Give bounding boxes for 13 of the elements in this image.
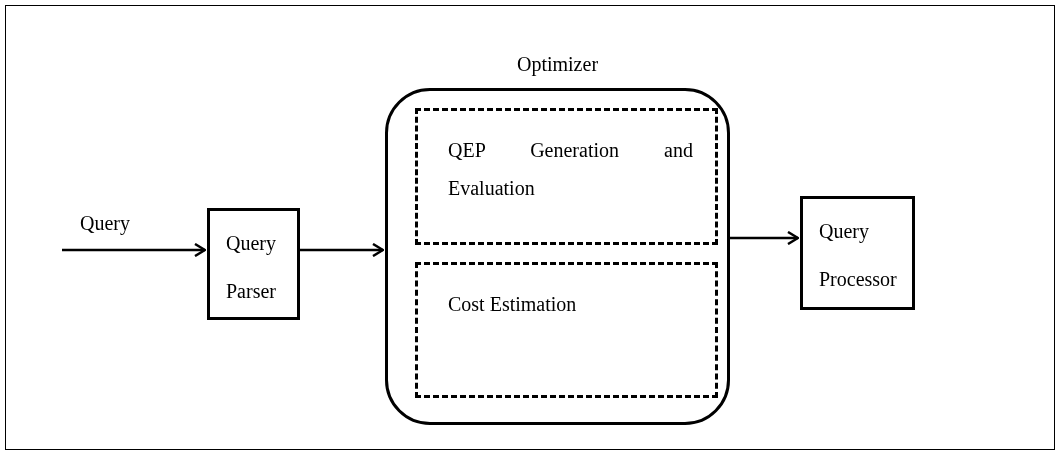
arrow xyxy=(62,242,207,258)
edge-label: Query xyxy=(80,211,130,237)
dashed-box xyxy=(415,108,718,245)
box-text: Query Processor xyxy=(819,219,898,292)
arrow xyxy=(300,242,385,258)
dashed-box xyxy=(415,262,718,398)
box-text: Cost Estimation xyxy=(448,292,578,317)
arrow xyxy=(730,230,800,246)
process-box xyxy=(800,196,915,310)
box-text: Query Parser xyxy=(226,231,277,304)
process-box xyxy=(207,208,300,320)
box-text: QEP Generation and Evaluation xyxy=(448,138,693,201)
container-title: Optimizer xyxy=(515,52,600,78)
